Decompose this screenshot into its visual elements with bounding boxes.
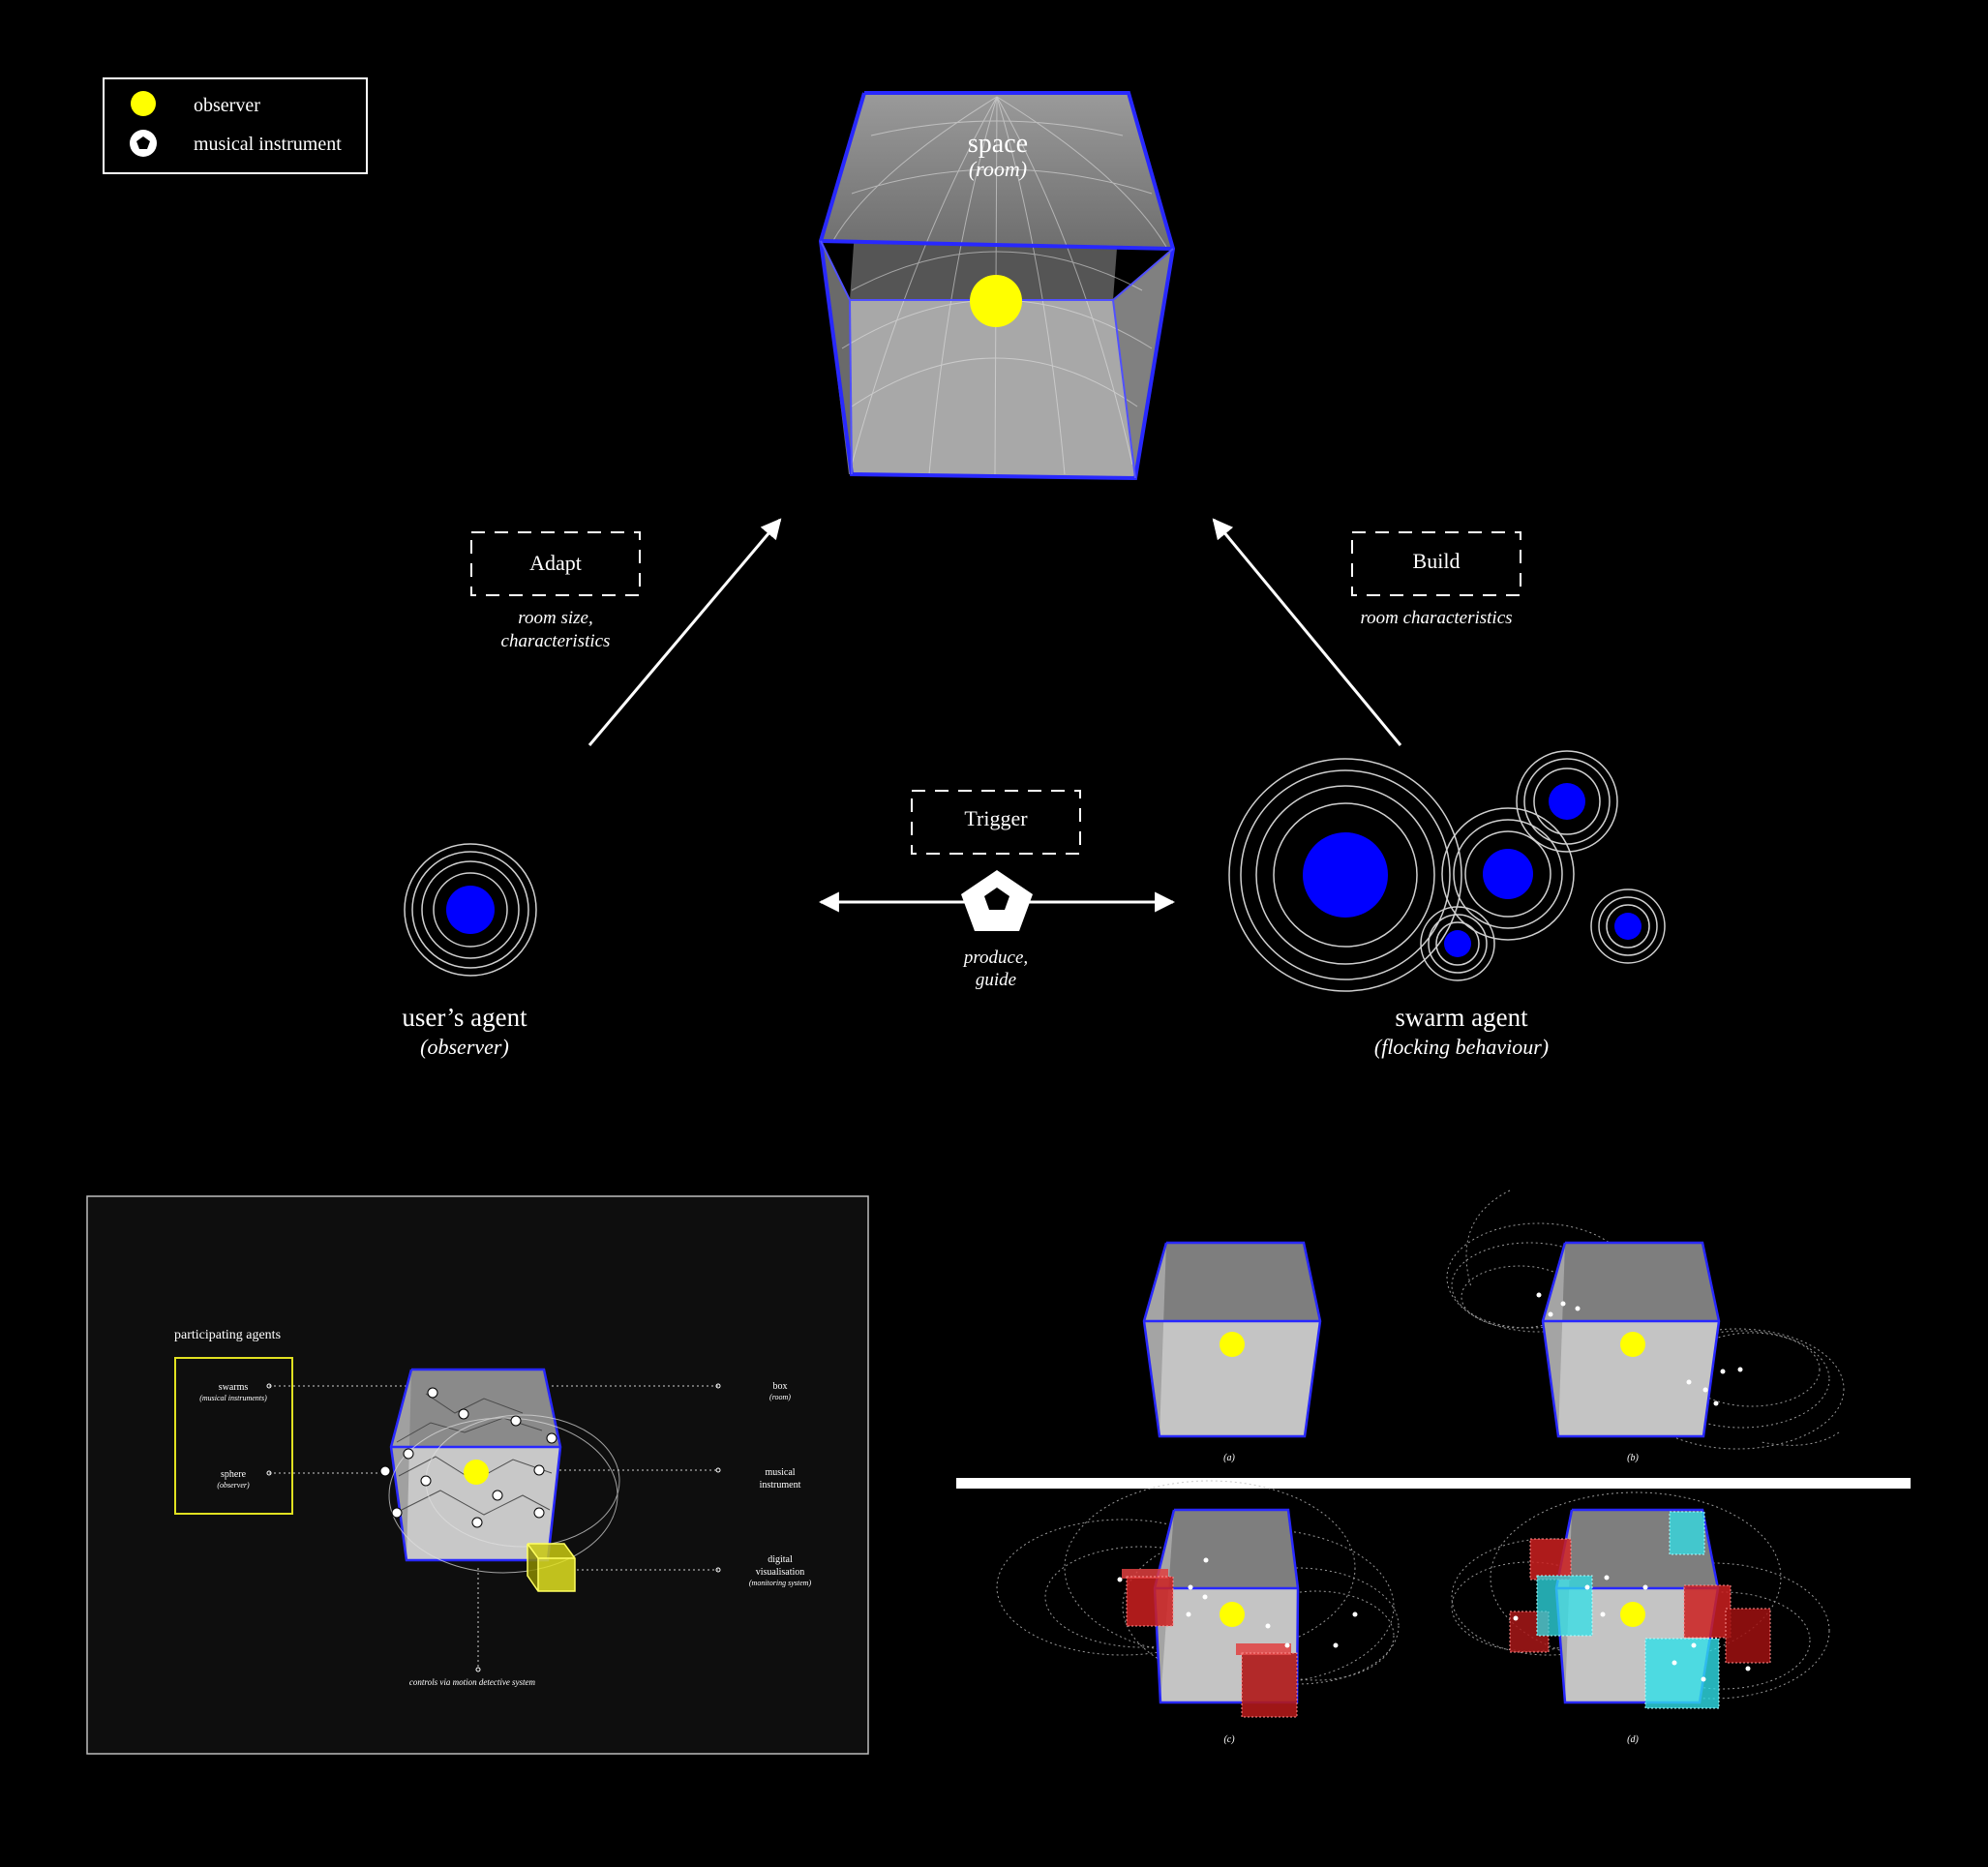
- swarms-label: swarms: [219, 1382, 249, 1393]
- stage-d-red-box-3: [1683, 1584, 1732, 1639]
- space-subtitle: (room): [969, 157, 1027, 181]
- agents-list-box: [174, 1357, 293, 1515]
- build-box: Build room characteristics: [1351, 531, 1521, 628]
- swarm-agent-subtitle: (flocking behaviour): [1374, 1035, 1549, 1059]
- swarm-core-large: [1303, 832, 1388, 918]
- stage-a: (a): [1142, 1241, 1322, 1463]
- box-sub: (room): [769, 1393, 791, 1401]
- participating-agents-panel: participating agents swarms (musical ins…: [86, 1195, 869, 1755]
- stage-divider: [956, 1478, 1911, 1489]
- adapt-box: Adapt room size, characteristics: [470, 531, 641, 651]
- digital-label-2: visualisation: [756, 1567, 805, 1578]
- trigger-caption-1: produce,: [962, 948, 1028, 968]
- swarm-core-small: [1444, 930, 1471, 957]
- users-agent: user’s agent (observer): [402, 843, 537, 1059]
- users-agent-core: [446, 886, 495, 934]
- digital-label-1: digital: [768, 1554, 793, 1565]
- observer-legend-icon: [131, 91, 156, 116]
- panel-instrument-markers: [379, 1387, 557, 1528]
- stage-d-cyan-box-1: [1536, 1575, 1593, 1637]
- adapt-caption-1: room size,: [518, 608, 592, 628]
- stage-a-observer: [1220, 1332, 1245, 1357]
- swarms-sub: (musical instruments): [199, 1394, 267, 1402]
- stage-d-red-box-4: [1725, 1608, 1771, 1664]
- stage-d-cyan-box-2: [1669, 1511, 1705, 1555]
- build-arrow: [1212, 518, 1402, 746]
- digital-sub: (monitoring system): [749, 1579, 812, 1587]
- adapt-arrow: [587, 518, 782, 746]
- stage-c-observer: [1220, 1602, 1245, 1627]
- stage-d: (d): [1451, 1491, 1830, 1745]
- stage-d-red-box-1: [1529, 1538, 1572, 1581]
- space-cube: space (room): [818, 91, 1176, 481]
- swarm-agent: swarm agent (flocking behaviour): [1228, 750, 1666, 1059]
- swarm-core-right: [1614, 913, 1642, 940]
- stage-d-label: (d): [1627, 1734, 1639, 1745]
- build-label: Build: [1413, 549, 1461, 573]
- sphere-sub: (observer): [217, 1481, 250, 1490]
- swarm-agent-title: swarm agent: [1395, 1003, 1528, 1032]
- stage-c-red-box-right: [1236, 1643, 1298, 1718]
- legend-observer-label: observer: [194, 95, 260, 116]
- panel-heading: participating agents: [174, 1328, 281, 1342]
- musical-label-2: instrument: [760, 1480, 801, 1491]
- space-title: space: [968, 129, 1028, 159]
- stage-b: (b): [1446, 1189, 1845, 1463]
- swarm-core-medium: [1483, 849, 1533, 899]
- observer-sphere: [970, 275, 1022, 327]
- panel-room-cube: [379, 1368, 620, 1592]
- trigger-box: Trigger produce, guide: [911, 790, 1081, 990]
- stage-b-observer: [1620, 1332, 1645, 1357]
- users-agent-title: user’s agent: [402, 1003, 527, 1032]
- stage-c-red-box-left: [1122, 1569, 1174, 1627]
- users-agent-subtitle: (observer): [420, 1035, 509, 1059]
- musical-label-1: musical: [765, 1467, 795, 1478]
- panel-observer-sphere: [464, 1460, 489, 1485]
- trigger-label: Trigger: [964, 806, 1028, 830]
- monitoring-cube: [527, 1543, 576, 1592]
- swarm-core-top: [1549, 783, 1585, 820]
- adapt-caption-2: characteristics: [501, 631, 611, 651]
- trigger-caption-2: guide: [976, 970, 1016, 990]
- stage-c: (c): [996, 1480, 1400, 1745]
- adapt-label: Adapt: [529, 551, 582, 575]
- build-caption: room characteristics: [1360, 608, 1512, 628]
- sphere-label: sphere: [221, 1469, 247, 1480]
- box-label: box: [773, 1381, 788, 1392]
- legend-box: observer musical instrument: [103, 77, 368, 174]
- stage-c-label: (c): [1223, 1734, 1235, 1745]
- legend-instrument-label: musical instrument: [194, 134, 342, 155]
- instrument-pentagon-inner: [984, 888, 1009, 910]
- stage-b-label: (b): [1627, 1453, 1639, 1463]
- stage-d-cyan-box-3: [1644, 1638, 1720, 1709]
- stage-d-observer: [1620, 1602, 1645, 1627]
- stage-a-label: (a): [1223, 1453, 1235, 1463]
- pentagon-legend-icon: [136, 136, 150, 149]
- controls-label: controls via motion detective system: [409, 1677, 536, 1687]
